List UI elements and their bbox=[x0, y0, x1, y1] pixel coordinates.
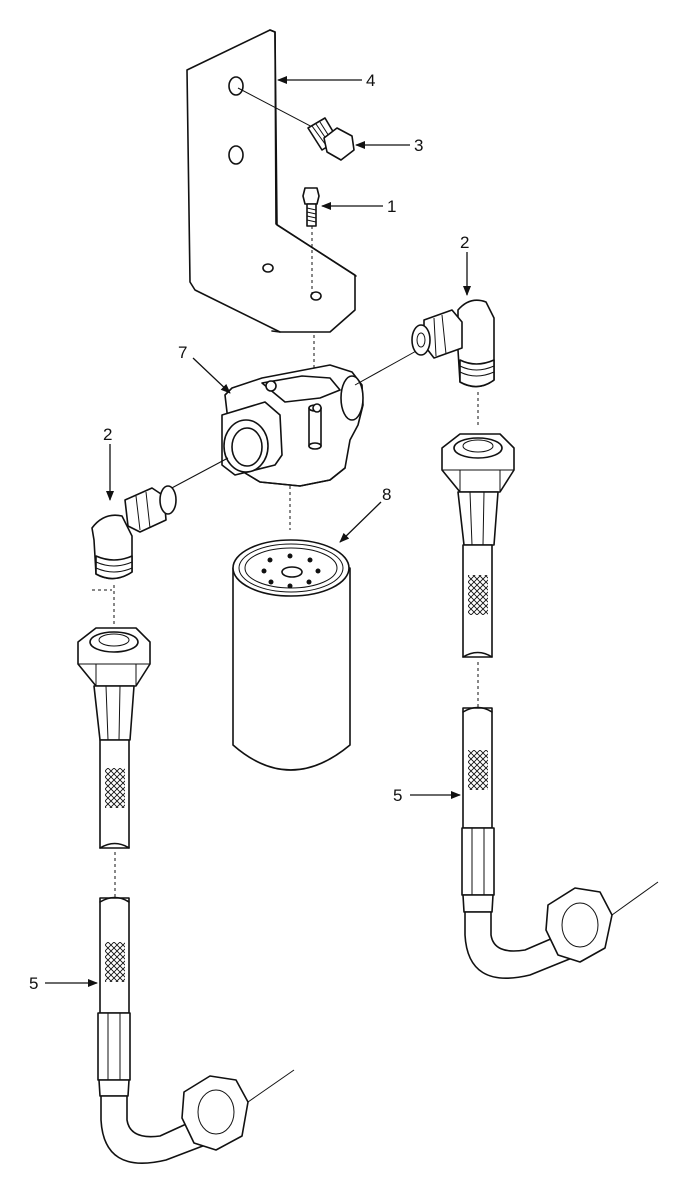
callout-5-left: 5 bbox=[29, 974, 38, 993]
callout-3: 3 bbox=[414, 136, 423, 155]
elbow-fitting-left bbox=[91, 457, 229, 625]
filter-element bbox=[232, 539, 351, 771]
filter-head bbox=[221, 364, 364, 530]
hose-assembly-left bbox=[77, 627, 295, 1164]
callout-1: 1 bbox=[387, 197, 396, 216]
callout-labels: 4 3 1 2 2 7 8 5 5 bbox=[29, 71, 469, 993]
mounting-bracket bbox=[186, 29, 357, 333]
callout-7: 7 bbox=[178, 343, 187, 362]
vent-plug bbox=[237, 87, 355, 161]
callout-5-right: 5 bbox=[393, 786, 402, 805]
hose-assembly-right bbox=[441, 433, 659, 979]
callout-4: 4 bbox=[366, 71, 375, 90]
callout-8: 8 bbox=[382, 485, 391, 504]
leader-arrows bbox=[45, 76, 471, 987]
callout-2-left: 2 bbox=[103, 425, 112, 444]
elbow-fitting-right bbox=[354, 299, 495, 428]
callout-2-right: 2 bbox=[460, 233, 469, 252]
